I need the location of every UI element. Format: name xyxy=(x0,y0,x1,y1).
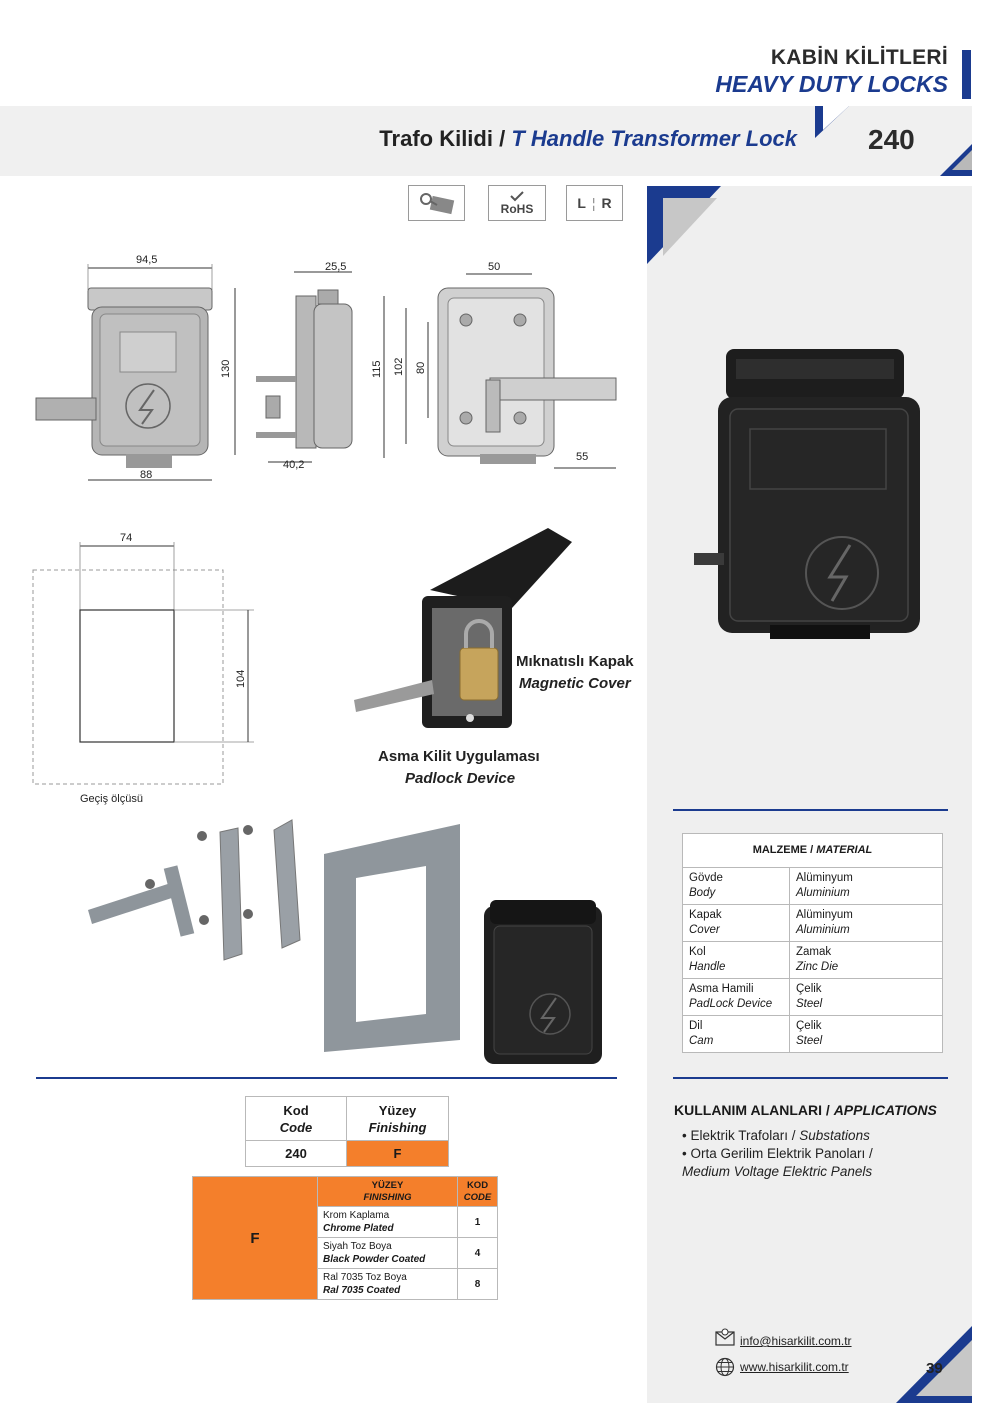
dim-cutout-height: 104 xyxy=(235,669,247,688)
side-view-drawing xyxy=(256,271,353,463)
dim-cutout-width: 74 xyxy=(120,532,133,544)
applications-heading: KULLANIM ALANLARI / APPLICATIONS xyxy=(674,1102,937,1118)
dim-back-h2: 102 xyxy=(393,357,405,376)
rohs-icon: RoHS xyxy=(488,185,546,221)
category-title-tr: KABİN KİLİTLERİ xyxy=(770,46,948,69)
corner-triangle-icon xyxy=(940,144,972,176)
dim-side-bottom: 40,2 xyxy=(283,459,305,471)
category-title-en: HEAVY DUTY LOCKS xyxy=(715,71,948,97)
website-link[interactable]: www.hisarkilit.com.tr xyxy=(740,1360,849,1374)
caption-magnetic-en: Magnetic Cover xyxy=(519,675,631,692)
product-title: Trafo Kilidi / T Handle Transformer Lock xyxy=(0,126,797,152)
left-right-icon: L ¦ R xyxy=(566,185,623,221)
back-view-drawing xyxy=(383,273,617,469)
divider xyxy=(36,1077,617,1079)
dim-back-top: 50 xyxy=(488,261,501,273)
product-title-en: T Handle Transformer Lock xyxy=(511,126,797,151)
header-accent-bar xyxy=(962,50,971,99)
dim-back-h3: 80 xyxy=(415,361,427,374)
key-lock-icon xyxy=(408,185,465,221)
dim-back-h1: 115 xyxy=(371,360,383,378)
caption-padlock-tr: Asma Kilit Uygulaması xyxy=(378,748,540,765)
email-icon xyxy=(715,1328,735,1346)
dim-front-height: 130 xyxy=(220,359,232,378)
list-item: • Orta Gerilim Elektrik Panoları / xyxy=(682,1146,873,1161)
corner-triangle-icon xyxy=(647,186,721,264)
dim-front-width-bottom: 88 xyxy=(140,469,153,481)
material-table-header: MALZEME / MATERIAL xyxy=(682,833,943,868)
corner-triangle-icon xyxy=(815,106,849,138)
list-item: Medium Voltage Elektric Panels xyxy=(682,1164,873,1179)
applications-list: • Elektrik Trafoları / Substations • Ort… xyxy=(682,1127,873,1181)
dim-back-handle: 55 xyxy=(576,451,589,463)
globe-icon xyxy=(715,1357,735,1377)
table-row: 240 F xyxy=(245,1140,449,1167)
exploded-view-drawing xyxy=(88,819,602,1064)
divider xyxy=(673,1077,948,1079)
cutout-drawing xyxy=(32,542,254,785)
corner-triangle-icon xyxy=(896,1326,972,1403)
dim-front-width-top: 94,5 xyxy=(136,254,158,266)
product-title-tr: Trafo Kilidi / xyxy=(379,126,506,151)
list-item: • Elektrik Trafoları / Substations xyxy=(682,1128,870,1143)
cutout-caption: Geçiş ölçüsü xyxy=(80,793,143,805)
category-heading: KABİN KİLİTLERİ HEAVY DUTY LOCKS xyxy=(715,46,948,98)
caption-magnetic-tr: Mıknatıslı Kapak xyxy=(516,653,634,670)
product-photo-black-lock xyxy=(694,349,920,639)
finish-code-label: F xyxy=(192,1176,318,1300)
title-band xyxy=(0,106,972,176)
padlock-photo xyxy=(354,528,572,728)
dim-side-top: 25,5 xyxy=(325,261,347,273)
product-code: 240 xyxy=(868,124,915,155)
caption-padlock-en: Padlock Device xyxy=(405,770,516,787)
email-link[interactable]: info@hisarkilit.com.tr xyxy=(740,1334,852,1348)
divider xyxy=(673,809,948,811)
page-number: 39 xyxy=(926,1360,943,1377)
front-view-drawing xyxy=(35,264,236,481)
